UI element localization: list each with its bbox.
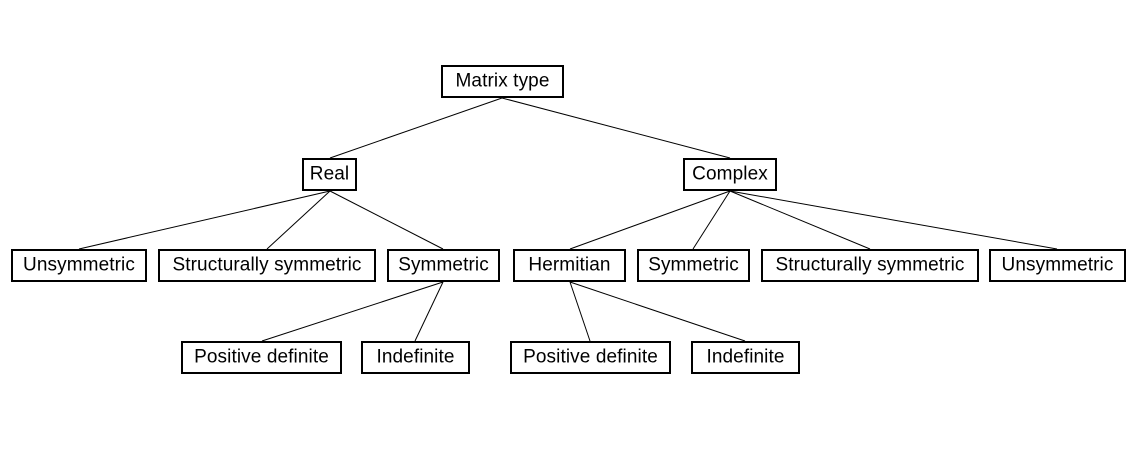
node-real[interactable]: Real <box>302 158 357 191</box>
edge-complex-to-complex-structurally-symmetric <box>729 190 871 250</box>
edge-real-to-real-symmetric <box>329 190 444 250</box>
node-real-sym-indefinite[interactable]: Indefinite <box>361 341 470 374</box>
node-label: Complex <box>692 163 768 185</box>
node-label: Positive definite <box>194 346 329 368</box>
edge-real-symmetric-to-real-sym-indefinite <box>414 281 444 342</box>
node-complex[interactable]: Complex <box>683 158 777 191</box>
edge-real-symmetric-to-real-sym-positive-definite <box>261 281 444 342</box>
node-label: Matrix type <box>455 70 550 92</box>
node-label: Unsymmetric <box>23 254 135 276</box>
node-label: Structurally symmetric <box>775 254 965 276</box>
edge-complex-to-complex-hermitian <box>569 190 731 250</box>
node-complex-structurally-symmetric[interactable]: Structurally symmetric <box>761 249 979 282</box>
node-label: Hermitian <box>528 254 611 276</box>
node-label: Unsymmetric <box>1001 254 1114 276</box>
node-real-unsymmetric[interactable]: Unsymmetric <box>11 249 147 282</box>
edge-matrix-type-to-real <box>329 97 503 159</box>
edge-complex-hermitian-to-herm-indefinite <box>569 281 746 342</box>
node-label: Real <box>309 163 350 185</box>
node-matrix-type[interactable]: Matrix type <box>441 65 564 98</box>
edge-real-to-real-unsymmetric <box>78 190 331 250</box>
node-complex-symmetric[interactable]: Symmetric <box>637 249 750 282</box>
node-real-sym-positive-definite[interactable]: Positive definite <box>181 341 342 374</box>
node-label: Symmetric <box>648 254 739 276</box>
node-complex-unsymmetric[interactable]: Unsymmetric <box>989 249 1126 282</box>
edge-matrix-type-to-complex <box>501 97 731 159</box>
node-label: Positive definite <box>523 346 658 368</box>
node-label: Symmetric <box>398 254 489 276</box>
edge-complex-hermitian-to-herm-positive-definite <box>569 281 591 342</box>
edge-complex-to-complex-symmetric <box>692 190 731 250</box>
node-herm-positive-definite[interactable]: Positive definite <box>510 341 671 374</box>
edge-real-to-real-structurally-symmetric <box>266 190 331 250</box>
node-label: Indefinite <box>706 346 785 368</box>
node-herm-indefinite[interactable]: Indefinite <box>691 341 800 374</box>
edge-complex-to-complex-unsymmetric <box>729 190 1058 250</box>
node-label: Indefinite <box>376 346 455 368</box>
node-real-symmetric[interactable]: Symmetric <box>387 249 500 282</box>
node-complex-hermitian[interactable]: Hermitian <box>513 249 626 282</box>
node-real-structurally-symmetric[interactable]: Structurally symmetric <box>158 249 376 282</box>
node-label: Structurally symmetric <box>172 254 362 276</box>
